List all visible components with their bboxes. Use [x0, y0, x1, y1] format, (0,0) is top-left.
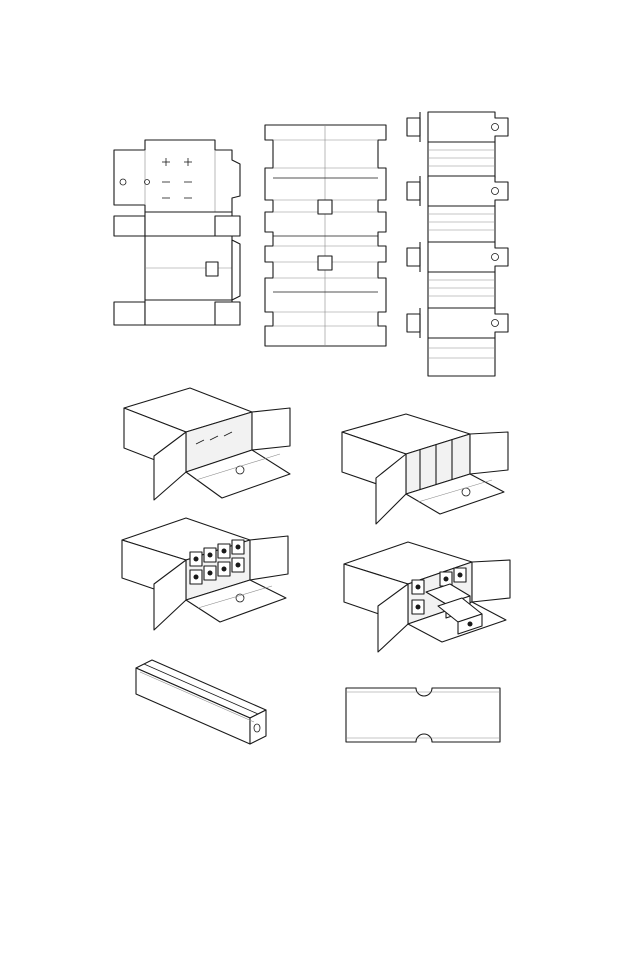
blank-drawer-strip	[406, 111, 509, 377]
drawer-fronts	[189, 539, 245, 585]
step-3-drawer-grid	[121, 517, 289, 631]
step-4-drawers-pulled	[343, 541, 511, 653]
blank-outer-sleeve	[113, 139, 241, 326]
single-drawer	[135, 659, 267, 745]
step-2-dividers	[341, 413, 509, 525]
pulled-drawer-2	[437, 597, 483, 635]
step-1-open-box	[123, 387, 291, 501]
blank-middle-insert	[264, 124, 387, 347]
drawer-front-panel	[345, 687, 501, 743]
tab-slots	[162, 158, 192, 199]
